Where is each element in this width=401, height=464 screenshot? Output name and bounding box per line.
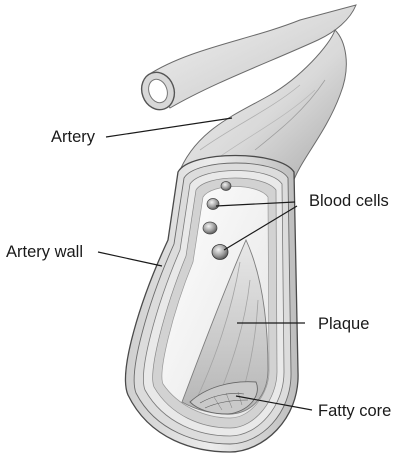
plaque-label: Plaque: [318, 316, 369, 333]
blood-cell: [203, 222, 217, 234]
blood-cell: [221, 182, 231, 191]
blood-cell: [212, 245, 228, 260]
blood-cell: [207, 199, 219, 210]
artery-label: Artery: [51, 129, 95, 146]
artery-wall-leader-line: [98, 252, 162, 266]
artery-wall-label: Artery wall: [6, 244, 83, 261]
fatty-core-label: Fatty core: [318, 403, 391, 420]
blood-cells-label: Blood cells: [309, 193, 389, 210]
